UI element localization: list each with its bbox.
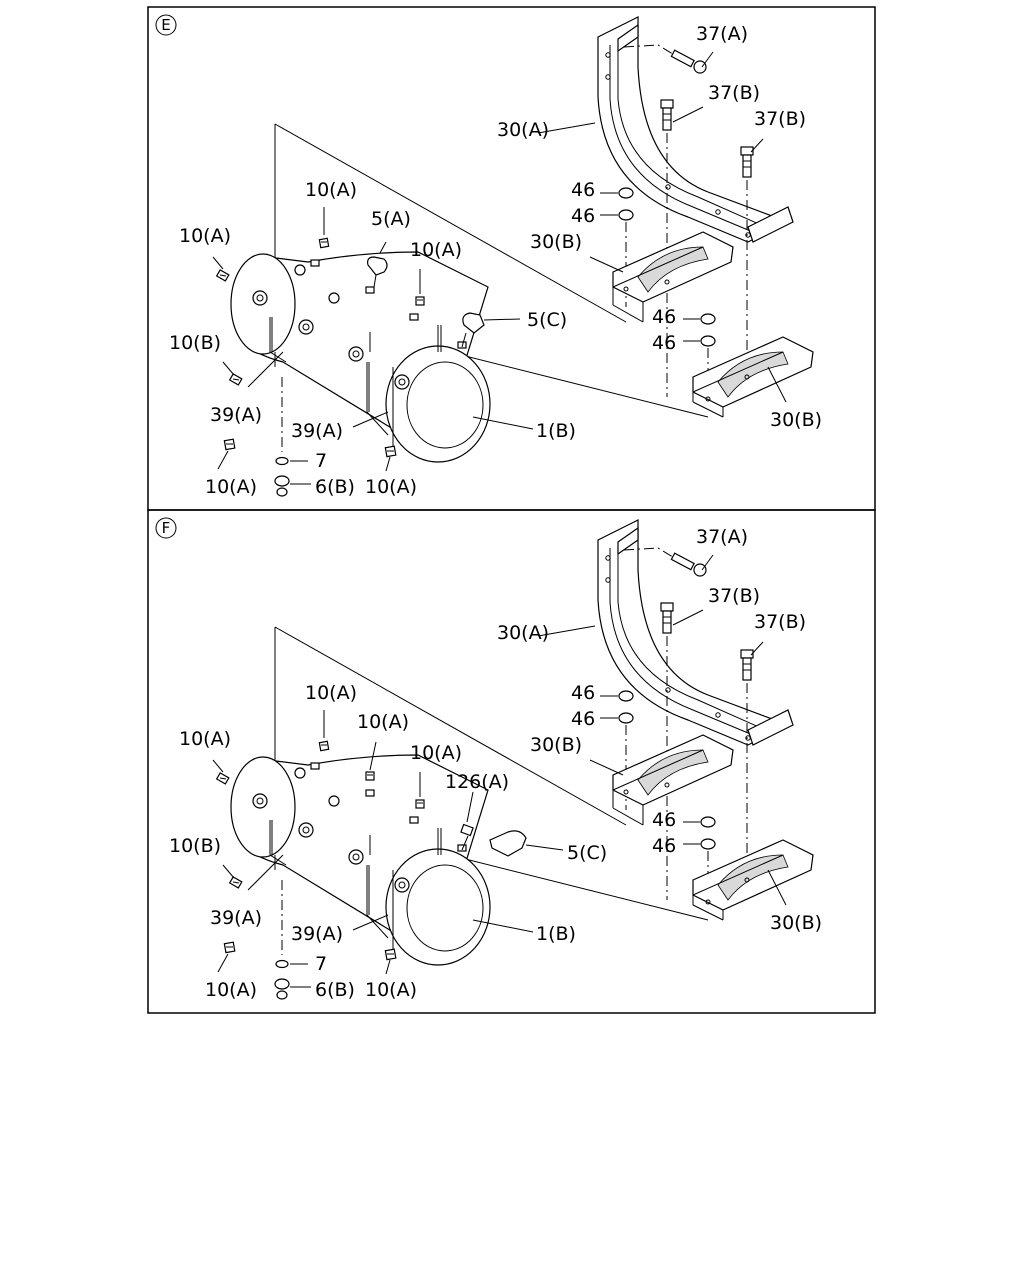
panel-e: E 37(A) 37(B) 37(B) 30(A) 10(A) 46 5(A) … — [147, 6, 876, 511]
valve-5a-icon — [367, 241, 388, 288]
label-bolt-37b-right: 37(B) — [754, 611, 806, 633]
label-valve-5a: 5(A) — [371, 208, 411, 230]
label-saddle-30b-left: 30(B) — [530, 231, 582, 253]
label-washer-2: 46 — [571, 205, 595, 227]
label-washer-4: 46 — [652, 332, 676, 354]
label-bracket-30a: 30(A) — [497, 119, 549, 141]
label-gasket-7: 7 — [315, 953, 327, 975]
label-saddle-30b-right: 30(B) — [770, 409, 822, 431]
label-bolt-37b-mid: 37(B) — [708, 82, 760, 104]
label-gasket-7: 7 — [315, 450, 327, 472]
label-strap-39a-1: 39(A) — [210, 404, 262, 426]
label-valve-5c: 5(C) — [567, 842, 607, 864]
valve-5c-icon — [489, 830, 564, 857]
label-valve-5c: 5(C) — [527, 309, 567, 331]
label-washer-1: 46 — [571, 179, 595, 201]
label-plug-bottom-mid: 10(A) — [365, 476, 417, 498]
label-strap-39a-1: 39(A) — [210, 907, 262, 929]
label-fitting-126a: 126(A) — [445, 771, 509, 793]
label-plug-mid: 10(A) — [410, 742, 462, 764]
label-saddle-30b-left: 30(B) — [530, 734, 582, 756]
label-bracket-30a: 30(A) — [497, 622, 549, 644]
panel-code: E — [161, 16, 170, 34]
label-tank-1b: 1(B) — [536, 923, 576, 945]
label-plug-bottom-left: 10(A) — [205, 476, 257, 498]
label-plug-top2: 10(A) — [357, 711, 409, 733]
label-plug-top: 10(A) — [305, 682, 357, 704]
label-strap-39a-2: 39(A) — [291, 420, 343, 442]
label-plug-top: 10(A) — [305, 179, 357, 201]
label-plug-10b: 10(B) — [169, 835, 221, 857]
label-bolt-37a: 37(A) — [696, 526, 748, 548]
label-washer-4: 46 — [652, 835, 676, 857]
label-drain-6b: 6(B) — [315, 476, 355, 498]
valve-5c-icon — [461, 312, 521, 348]
label-plug-10b: 10(B) — [169, 332, 221, 354]
plug-10a-icon — [365, 741, 377, 781]
label-drain-6b: 6(B) — [315, 979, 355, 1001]
label-plug-bottom-left: 10(A) — [205, 979, 257, 1001]
label-bolt-37a: 37(A) — [696, 23, 748, 45]
label-washer-2: 46 — [571, 708, 595, 730]
label-washer-1: 46 — [571, 682, 595, 704]
label-bolt-37b-mid: 37(B) — [708, 585, 760, 607]
label-tank-1b: 1(B) — [536, 420, 576, 442]
label-bolt-37b-right: 37(B) — [754, 108, 806, 130]
panel-code: F — [162, 519, 171, 537]
label-plug-left: 10(A) — [179, 728, 231, 750]
label-plug-mid: 10(A) — [410, 239, 462, 261]
label-strap-39a-2: 39(A) — [291, 923, 343, 945]
label-washer-3: 46 — [652, 809, 676, 831]
label-plug-bottom-mid: 10(A) — [365, 979, 417, 1001]
label-washer-3: 46 — [652, 306, 676, 328]
fitting-126a-icon — [460, 791, 474, 851]
label-saddle-30b-right: 30(B) — [770, 912, 822, 934]
panel-f: F 37(A) 37(B) 37(B) 30(A) — [147, 509, 876, 1014]
label-plug-left: 10(A) — [179, 225, 231, 247]
